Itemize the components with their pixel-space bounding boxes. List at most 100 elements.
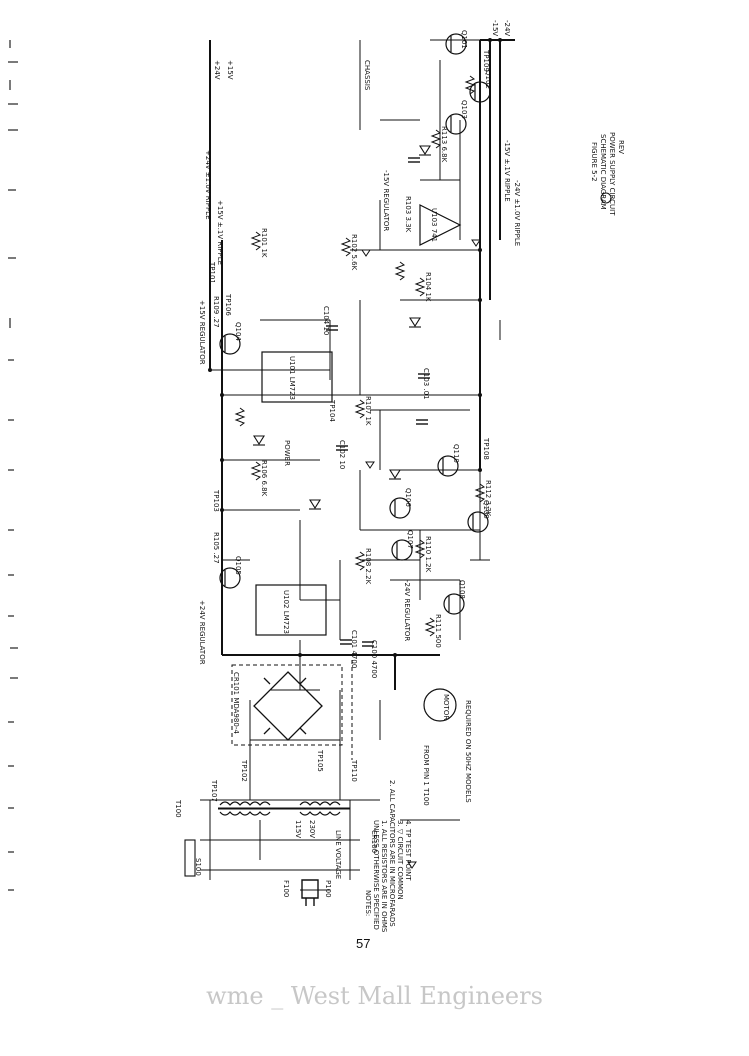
power-switch: [184, 839, 196, 877]
label-r102: R102 5.6K: [350, 234, 358, 271]
label-ic2: U102 LM723: [282, 590, 290, 634]
margin-ticks: [8, 40, 18, 891]
opamp-u103: [419, 204, 462, 246]
label-s100: S100: [194, 858, 202, 876]
label-q108: Q108: [458, 580, 466, 599]
label-plus24: +24V: [213, 60, 221, 80]
part-labels: T100 S100 F100 P100 CR100 CR101 MDA980-4…: [174, 30, 492, 898]
label-minus15: -15V: [491, 20, 499, 36]
label-tp1: TP101: [208, 261, 216, 284]
label-reg-m15: -15V REGULATOR: [382, 170, 390, 231]
section-labels: +15V REGULATOR -15V REGULATOR +24V REGUL…: [198, 170, 472, 806]
supply-rails: [209, 39, 515, 690]
label-chassis: CHASSIS: [363, 60, 371, 91]
capacitor-symbols: [326, 157, 430, 647]
label-r103: R103 3.3K: [404, 196, 412, 233]
label-q107: Q107: [406, 530, 414, 549]
notes-line3: 2. ALL CAPACITORS ARE IN MICROFARADS: [388, 780, 396, 927]
figure-rev: REV: [617, 140, 625, 154]
label-r107: R107 1K: [364, 396, 372, 426]
figure-caption: FIGURE 5-2 SCHEMATIC DIAGRAM POWER SUPPL…: [590, 132, 625, 216]
motor-symbol: [423, 688, 457, 722]
label-tp2: TP102: [240, 759, 248, 782]
label-r101: R101 1K: [260, 228, 268, 258]
line-plug: [301, 879, 319, 906]
bridge-rectifier: [253, 671, 323, 741]
page-number: 57: [356, 936, 371, 951]
label-t100: T100: [174, 799, 182, 818]
transistor-symbols: [219, 33, 491, 615]
label-f100: F100: [282, 880, 290, 897]
label-c103: C103 .01: [422, 368, 430, 400]
label-tp9: TP109: [482, 49, 490, 72]
figure-subtitle: POWER SUPPLY CIRCUIT: [608, 132, 616, 216]
label-minus24: -24V: [503, 20, 511, 36]
rail-labels: +24V +15V CHASSIS -24V -15V +24V ±1.0V R…: [204, 20, 521, 265]
label-q109: Q109: [482, 500, 490, 519]
common-symbols: [361, 239, 481, 869]
wiring: [200, 39, 501, 891]
notes-line2: 1. ALL RESISTORS ARE IN OHMS: [380, 820, 388, 933]
label-c101: C101 4700: [350, 630, 358, 668]
notes-line5: 4. TP TEST POINT: [404, 820, 412, 881]
label-v230: 230V: [308, 820, 316, 838]
label-c100: C100 4700: [370, 640, 378, 678]
notes-line1: UNLESS OTHERWISE SPECIFIED: [372, 820, 380, 930]
resistor-symbols: [234, 75, 486, 637]
label-tp3: TP103: [212, 489, 220, 512]
diode-symbols: [253, 145, 431, 510]
label-q104: Q104: [234, 322, 242, 341]
notes-line4: 3. ▽ CIRCUIT COMMON: [396, 820, 404, 900]
label-reg-24: +24V REGULATOR: [198, 600, 206, 665]
label-ic3: U103 741: [430, 208, 438, 242]
figure-title: SCHEMATIC DIAGRAM: [599, 134, 607, 210]
label-rail-a: +24V ±1.0V RIPPLE: [204, 150, 212, 220]
notes-block: NOTES: UNLESS OTHERWISE SPECIFIED 1. ALL…: [364, 780, 412, 933]
label-from: FROM PIN 1 T100: [422, 745, 430, 806]
label-q103: Q103: [460, 100, 468, 119]
label-tp5: TP105: [316, 749, 324, 772]
label-tp7: TP107: [210, 779, 218, 802]
label-c104: C104 10: [322, 306, 330, 335]
label-ic1: U101 LM723: [288, 356, 296, 400]
regulator-ics: [255, 351, 333, 636]
label-tp6: TP106: [224, 293, 232, 316]
label-r110: R110 1.2K: [424, 536, 432, 573]
label-reg-m24: -24V REGULATOR: [403, 580, 411, 641]
figure-number: FIGURE 5-2: [590, 142, 598, 182]
label-power-led: POWER: [283, 440, 291, 466]
label-r113: R113 6.8K: [440, 126, 448, 163]
label-tp8: TP108: [482, 437, 490, 460]
label-r111: R111 500: [434, 614, 442, 648]
label-r109: R109 .27: [212, 296, 220, 328]
label-q106: Q106: [404, 488, 412, 507]
dashed-enclosures: [230, 660, 360, 801]
transformer-t100: [218, 801, 350, 816]
label-q101: Q101: [460, 30, 468, 49]
label-r112: R112 3.3K: [484, 480, 492, 517]
label-p100: P100: [324, 880, 332, 898]
voltage-select-labels: 115V 230V LINE VOLTAGE: [294, 820, 342, 879]
label-q110: Q110: [452, 444, 460, 463]
label-r106: R106 6.8K: [260, 460, 268, 497]
label-q105: Q105: [234, 556, 242, 575]
notes-heading: NOTES:: [364, 890, 372, 916]
label-v115: 115V: [294, 820, 302, 838]
label-motor: MOTOR: [442, 694, 450, 720]
label-reg-15: +15V REGULATOR: [198, 300, 206, 365]
label-rail-b: +15V ±.1V RIPPLE: [216, 200, 224, 265]
label-plus15: +15V: [226, 60, 234, 80]
label-r104: R104 1K: [424, 272, 432, 302]
label-rail-c: -15V ±.1V RIPPLE: [503, 140, 511, 202]
test-point-dots: [208, 38, 502, 657]
rev-circle: [600, 192, 612, 204]
label-d100: CR100: [370, 830, 378, 853]
label-tp4: TP104: [328, 399, 336, 422]
label-q102: Q102: [484, 70, 492, 89]
label-c102: C102 10: [338, 440, 346, 469]
label-required: REQUIRED ON 50HZ MODELS: [464, 700, 472, 803]
label-line-voltage: LINE VOLTAGE: [334, 830, 342, 879]
label-r108: R108 2.2K: [364, 548, 372, 585]
label-tp10: TP110: [350, 759, 358, 782]
